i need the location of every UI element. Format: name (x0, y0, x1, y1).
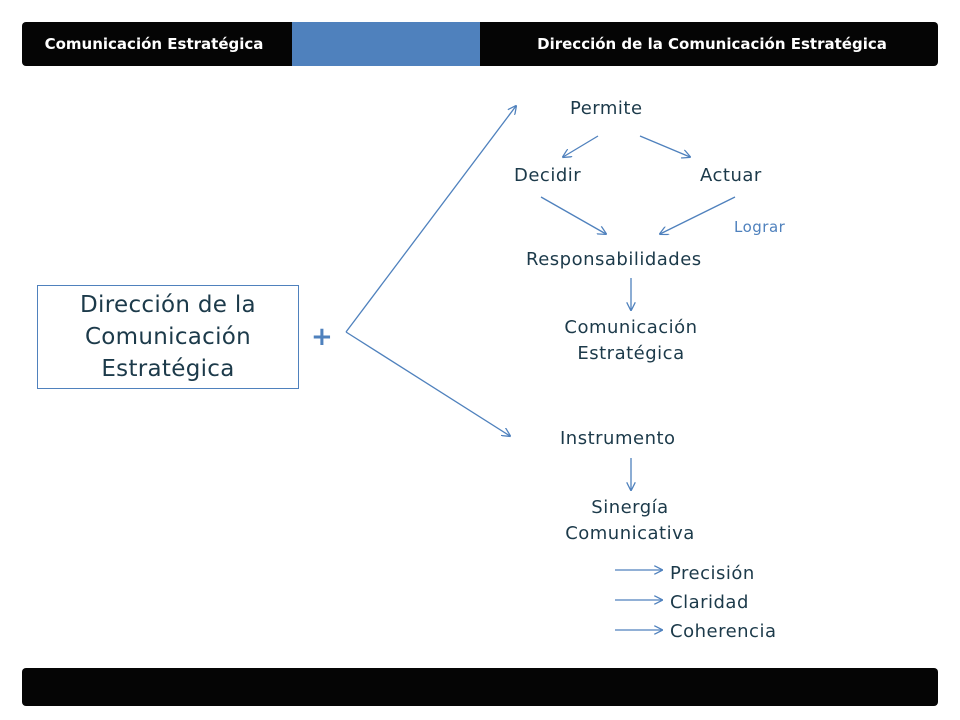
sinergia-line-1: Sinergía (591, 497, 669, 518)
arrow-to-permite (345, 106, 516, 333)
footer-bar (22, 668, 938, 706)
header-accent-block (292, 22, 480, 66)
arrow-to-instrumento (345, 331, 510, 436)
main-box-line-2: Comunicación (84, 323, 252, 350)
arrow-permite-actuar (639, 135, 690, 157)
plus-symbol: + (311, 322, 333, 352)
main-box-line-1: Dirección de la (80, 291, 256, 318)
label-actuar: Actuar (700, 165, 762, 186)
comunicacion-line-1: Comunicación (564, 317, 698, 338)
label-responsabilidades: Responsabilidades (526, 249, 702, 270)
main-box-line-3: Estratégica (101, 356, 235, 383)
label-permite: Permite (570, 98, 643, 119)
header-bar (22, 22, 938, 66)
list-item-claridad: Claridad (670, 592, 749, 613)
label-sinergia-comunicativa: Sinergía Comunicativa (530, 495, 730, 547)
arrow-decidir-responsabilidades (540, 196, 606, 234)
sinergia-line-2: Comunicativa (565, 523, 695, 545)
label-comunicacion-estrategica: Comunicación Estratégica (531, 315, 731, 367)
header-title-right: Dirección de la Comunicación Estratégica (537, 35, 887, 53)
label-lograr: Lograr (734, 218, 786, 236)
list-item-precision: Precisión (670, 563, 755, 584)
main-concept-box: Dirección de la Comunicación Estratégica (37, 285, 299, 389)
arrow-permite-decidir (563, 135, 599, 157)
header-title-left: Comunicación Estratégica (44, 35, 264, 53)
label-instrumento: Instrumento (560, 428, 676, 449)
label-decidir: Decidir (514, 165, 582, 186)
comunicacion-line-2: Estratégica (577, 343, 685, 365)
arrow-actuar-responsabilidades (660, 196, 736, 234)
list-item-coherencia: Coherencia (670, 621, 777, 642)
